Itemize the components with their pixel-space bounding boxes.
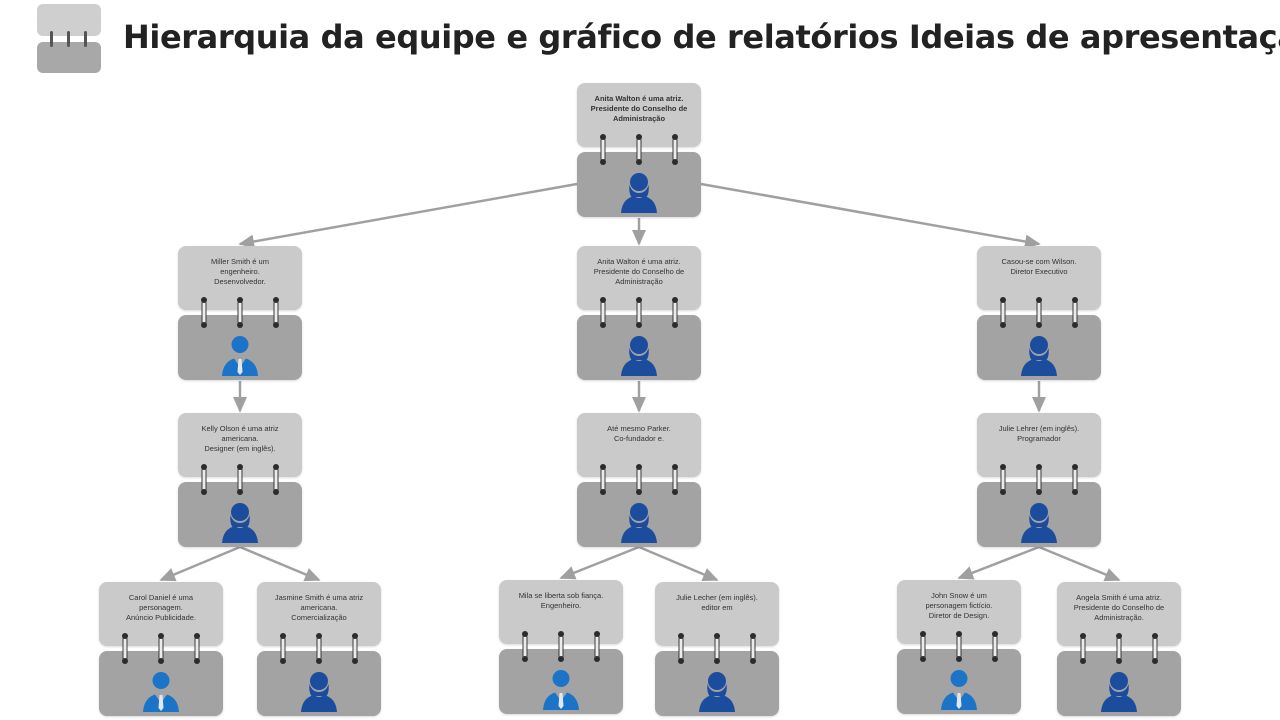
connector-l2-mid-to-l3-3 xyxy=(559,545,640,580)
binder-rings-icon xyxy=(600,134,678,165)
card-label: John Snow é um personagem fictício. Dire… xyxy=(925,591,993,620)
female-person-icon xyxy=(621,336,657,376)
org-card-l1-mid: Anita Walton é uma atriz. Presidente do … xyxy=(577,246,701,380)
card-label: Angela Smith é uma atriz. Presidente do … xyxy=(1073,593,1165,622)
card-label: Até mesmo Parker. Co-fundador e. xyxy=(607,424,671,443)
binder-rings-icon xyxy=(1080,633,1158,664)
card-label: Carol Daniel é uma personagem. Anúncio P… xyxy=(125,593,197,622)
connector-l2-right-to-l3-5 xyxy=(957,545,1040,580)
org-card-l3-1: Carol Daniel é uma personagem. Anúncio P… xyxy=(99,582,223,716)
org-card-l2-left: Kelly Olson é uma atriz americana. Desig… xyxy=(178,413,302,547)
card-label: Anita Walton é uma atriz. Presidente do … xyxy=(593,257,685,286)
org-card-l3-3: Mila se liberta sob fiança. Engenheiro. xyxy=(499,580,623,714)
female-person-icon xyxy=(621,503,657,543)
connector-l2-right-to-l3-6 xyxy=(1038,545,1121,582)
connector-root-to-l1-right xyxy=(700,182,1041,249)
card-label: Julie Lehrer (em inglês). Programador xyxy=(998,424,1080,443)
female-person-icon xyxy=(301,672,337,712)
connector-l2-left-to-l3-1 xyxy=(159,545,241,582)
connector-l2-mid-to-l3-4 xyxy=(638,545,719,582)
card-label: Mila se liberta sob fiança. Engenheiro. xyxy=(518,591,604,610)
card-label: Julie Lecher (em inglês). editor em xyxy=(676,593,758,612)
binder-rings-icon xyxy=(122,633,200,664)
binder-rings-icon xyxy=(201,297,279,328)
card-label: Casou-se com Wilson. Diretor Executivo xyxy=(1001,257,1077,276)
binder-rings-icon xyxy=(920,631,998,662)
card-label: Anita Walton é uma atriz. Presidente do … xyxy=(590,94,688,123)
binder-rings-icon xyxy=(600,297,678,328)
binder-rings-icon xyxy=(678,633,756,664)
org-card-l1-left: Miller Smith é um engenheiro. Desenvolve… xyxy=(178,246,302,380)
connector-l2-left-to-l3-2 xyxy=(239,545,321,582)
org-card-l2-right: Julie Lehrer (em inglês). Programador xyxy=(977,413,1101,547)
card-label: Kelly Olson é uma atriz americana. Desig… xyxy=(201,424,279,453)
org-card-root: Anita Walton é uma atriz. Presidente do … xyxy=(577,83,701,217)
male-person-icon xyxy=(222,336,258,376)
binder-rings-icon xyxy=(600,464,678,495)
org-card-l3-4: Julie Lecher (em inglês). editor em xyxy=(655,582,779,716)
org-card-l2-mid: Até mesmo Parker. Co-fundador e. xyxy=(577,413,701,547)
female-person-icon xyxy=(699,672,735,712)
binder-rings-icon xyxy=(1000,297,1078,328)
org-card-l3-5: John Snow é um personagem fictício. Dire… xyxy=(897,580,1021,714)
female-person-icon xyxy=(1021,503,1057,543)
female-person-icon xyxy=(1021,336,1057,376)
female-person-icon xyxy=(621,173,657,213)
card-label: Miller Smith é um engenheiro. Desenvolve… xyxy=(211,257,269,286)
notebook-logo-icon xyxy=(37,4,101,73)
binder-rings-icon xyxy=(1000,464,1078,495)
org-card-l3-6: Angela Smith é uma atriz. Presidente do … xyxy=(1057,582,1181,716)
female-person-icon xyxy=(1101,672,1137,712)
male-person-icon xyxy=(143,672,179,712)
binder-rings-icon xyxy=(280,633,358,664)
org-card-l3-2: Jasmine Smith é uma atriz americana. Com… xyxy=(257,582,381,716)
female-person-icon xyxy=(222,503,258,543)
page-title: Hierarquia da equipe e gráfico de relató… xyxy=(123,18,1280,56)
org-card-l1-right: Casou-se com Wilson. Diretor Executivo xyxy=(977,246,1101,380)
male-person-icon xyxy=(941,670,977,710)
binder-rings-icon xyxy=(201,464,279,495)
connector-root-to-l1-left xyxy=(238,182,578,249)
male-person-icon xyxy=(543,670,579,710)
binder-rings-icon xyxy=(522,631,600,662)
card-label: Jasmine Smith é uma atriz americana. Com… xyxy=(274,593,364,622)
